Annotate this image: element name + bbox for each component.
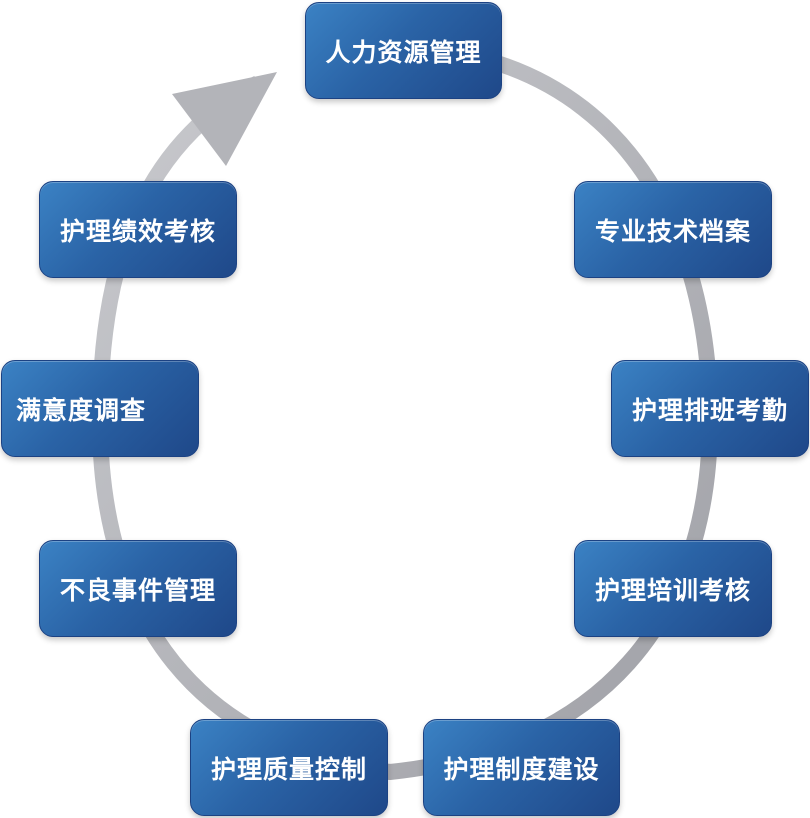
node-scheduling: 护理排班考勤 xyxy=(611,360,809,457)
node-label: 人力资源管理 xyxy=(325,37,482,67)
node-quality-control: 护理质量控制 xyxy=(190,719,388,816)
node-label: 护理制度建设 xyxy=(443,754,600,784)
cycle-arrow-head xyxy=(172,72,277,166)
node-label: 满意度调查 xyxy=(16,395,147,425)
node-label: 护理培训考核 xyxy=(594,575,751,605)
node-training: 护理培训考核 xyxy=(574,540,772,637)
node-label: 护理质量控制 xyxy=(210,754,367,784)
node-system-building: 护理制度建设 xyxy=(423,719,620,816)
node-satisfaction: 满意度调查 xyxy=(1,360,199,457)
node-label: 不良事件管理 xyxy=(59,575,216,605)
node-tech-archive: 专业技术档案 xyxy=(574,181,772,278)
node-label: 护理排班考勤 xyxy=(631,395,788,425)
node-adverse-events: 不良事件管理 xyxy=(39,540,237,637)
node-label: 护理绩效考核 xyxy=(59,216,216,246)
node-label: 专业技术档案 xyxy=(594,216,751,246)
node-hr-management: 人力资源管理 xyxy=(305,2,502,99)
node-performance: 护理绩效考核 xyxy=(39,181,237,278)
